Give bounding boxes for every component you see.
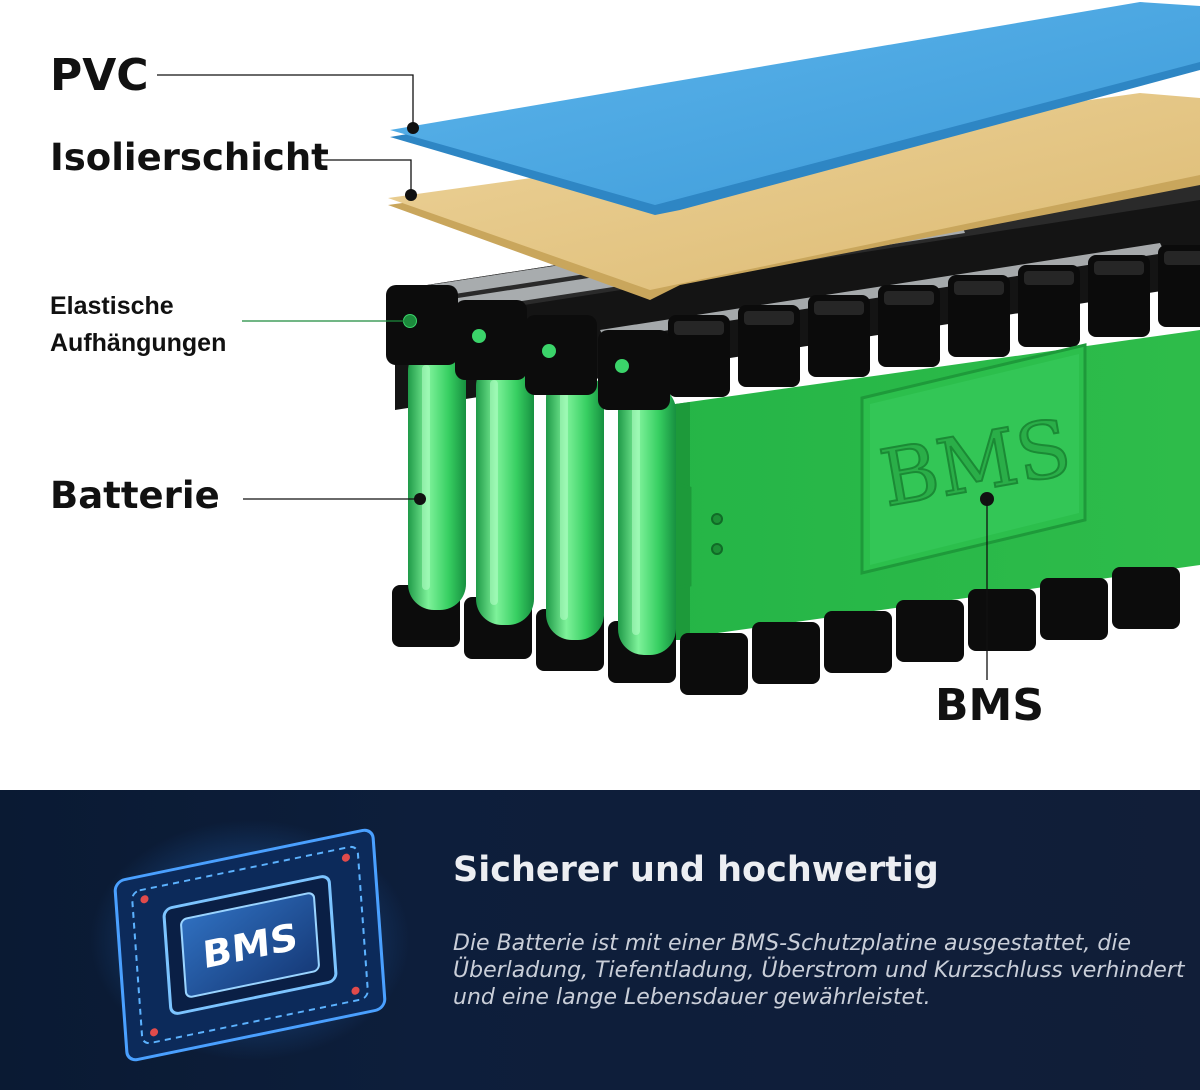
battery-cell — [618, 385, 676, 655]
suspension-label-line1: Elastische — [50, 292, 174, 320]
battery-cell — [476, 360, 534, 625]
front-cells — [408, 345, 676, 655]
cell-highlight — [560, 392, 568, 620]
bottom-holder-block — [1040, 578, 1108, 640]
battery-cell — [546, 372, 604, 640]
holder-highlight — [1094, 261, 1144, 275]
bms-board: BMS — [860, 343, 1087, 575]
cell-holder-row — [668, 245, 1200, 397]
holder-block — [808, 295, 870, 377]
leader-dots — [404, 122, 426, 505]
holder-cell-window — [615, 359, 629, 373]
insulation-label: Isolierschicht — [50, 136, 329, 179]
pack-terminals — [667, 478, 723, 592]
bottom-holder-block — [680, 633, 748, 695]
battery-cell — [408, 345, 466, 610]
holder-highlight — [884, 291, 934, 305]
cell-top-holder — [525, 315, 597, 395]
cell-top-holder — [598, 330, 670, 410]
bottom-holder-block — [824, 611, 892, 673]
holder-block — [1158, 245, 1200, 327]
holder-block — [948, 275, 1010, 357]
holder-highlight — [744, 311, 794, 325]
holder-highlight — [814, 301, 864, 315]
cell-top-holder — [455, 300, 527, 380]
cell-highlight — [422, 365, 430, 590]
bottom-holder-block — [752, 622, 820, 684]
insulation-leader — [315, 159, 412, 195]
holder-cell-window — [472, 329, 486, 343]
holder-highlight — [954, 281, 1004, 295]
holder-cell-window — [542, 344, 556, 358]
bms-label: BMS — [935, 680, 1045, 731]
holder-block — [738, 305, 800, 387]
cell-top-holder — [386, 285, 458, 365]
bottom-holder-block — [1112, 567, 1180, 629]
bms-chip-illustration: BMS — [90, 820, 410, 1062]
holder-highlight — [1024, 271, 1074, 285]
insulation-layer — [388, 93, 1200, 300]
battery-label: Batterie — [50, 474, 220, 517]
leader-lines — [157, 74, 988, 680]
holder-block — [878, 285, 940, 367]
front-top-holders — [386, 285, 670, 410]
holder-block — [668, 315, 730, 397]
cell-highlight — [632, 405, 640, 635]
bottom-holder-block — [896, 600, 964, 662]
cell-highlight — [490, 380, 498, 605]
info-panel: BMS Sicherer und hochwertig Die Batterie… — [0, 790, 1200, 1090]
holder-block — [1018, 265, 1080, 347]
holder-block — [1088, 255, 1150, 337]
holder-highlight — [1164, 251, 1200, 265]
pvc-label: PVC — [50, 50, 149, 101]
bottom-holder-block — [968, 589, 1036, 651]
battery-exploded-diagram: BMS — [157, 2, 1200, 695]
panel-title: Sicherer und hochwertig — [453, 850, 939, 890]
suspension-label-line2: Aufhängungen — [50, 329, 227, 357]
holder-highlight — [674, 321, 724, 335]
pvc-leader — [157, 74, 414, 128]
pvc-layer — [390, 2, 1200, 215]
panel-description: Die Batterie ist mit einer BMS-Schutzpla… — [453, 931, 1185, 1010]
